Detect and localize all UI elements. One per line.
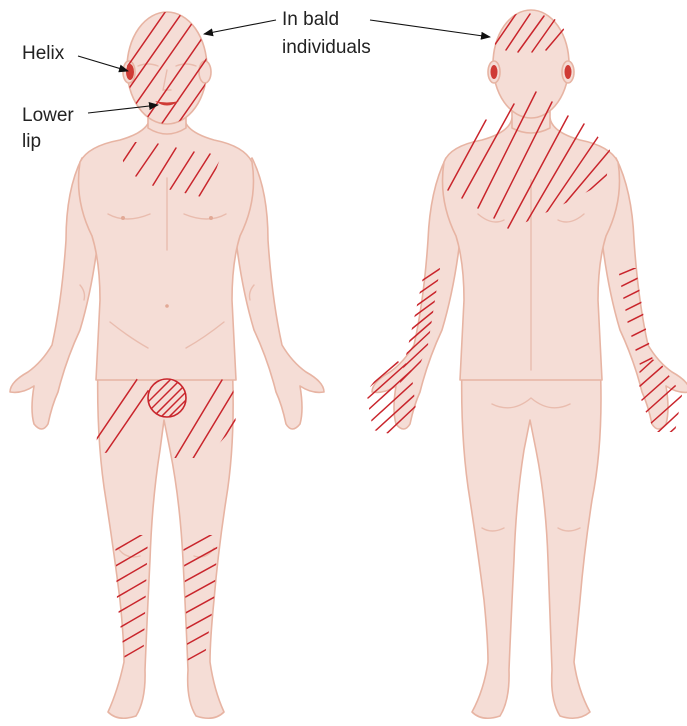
helix-mark bbox=[126, 64, 134, 80]
lower-lip-label-line2: lip bbox=[22, 131, 41, 152]
bald-label-line2: individuals bbox=[282, 37, 371, 58]
helix-label: Helix bbox=[22, 43, 65, 64]
back-helix-mark bbox=[491, 65, 498, 79]
bald-leader-back bbox=[370, 20, 490, 37]
bald-leader-front bbox=[204, 20, 276, 34]
back-helix-mark-right bbox=[565, 65, 572, 79]
lower-lip-label: Lower bbox=[22, 105, 74, 126]
helix-leader bbox=[78, 56, 128, 71]
bald-label: In bald bbox=[282, 9, 339, 30]
